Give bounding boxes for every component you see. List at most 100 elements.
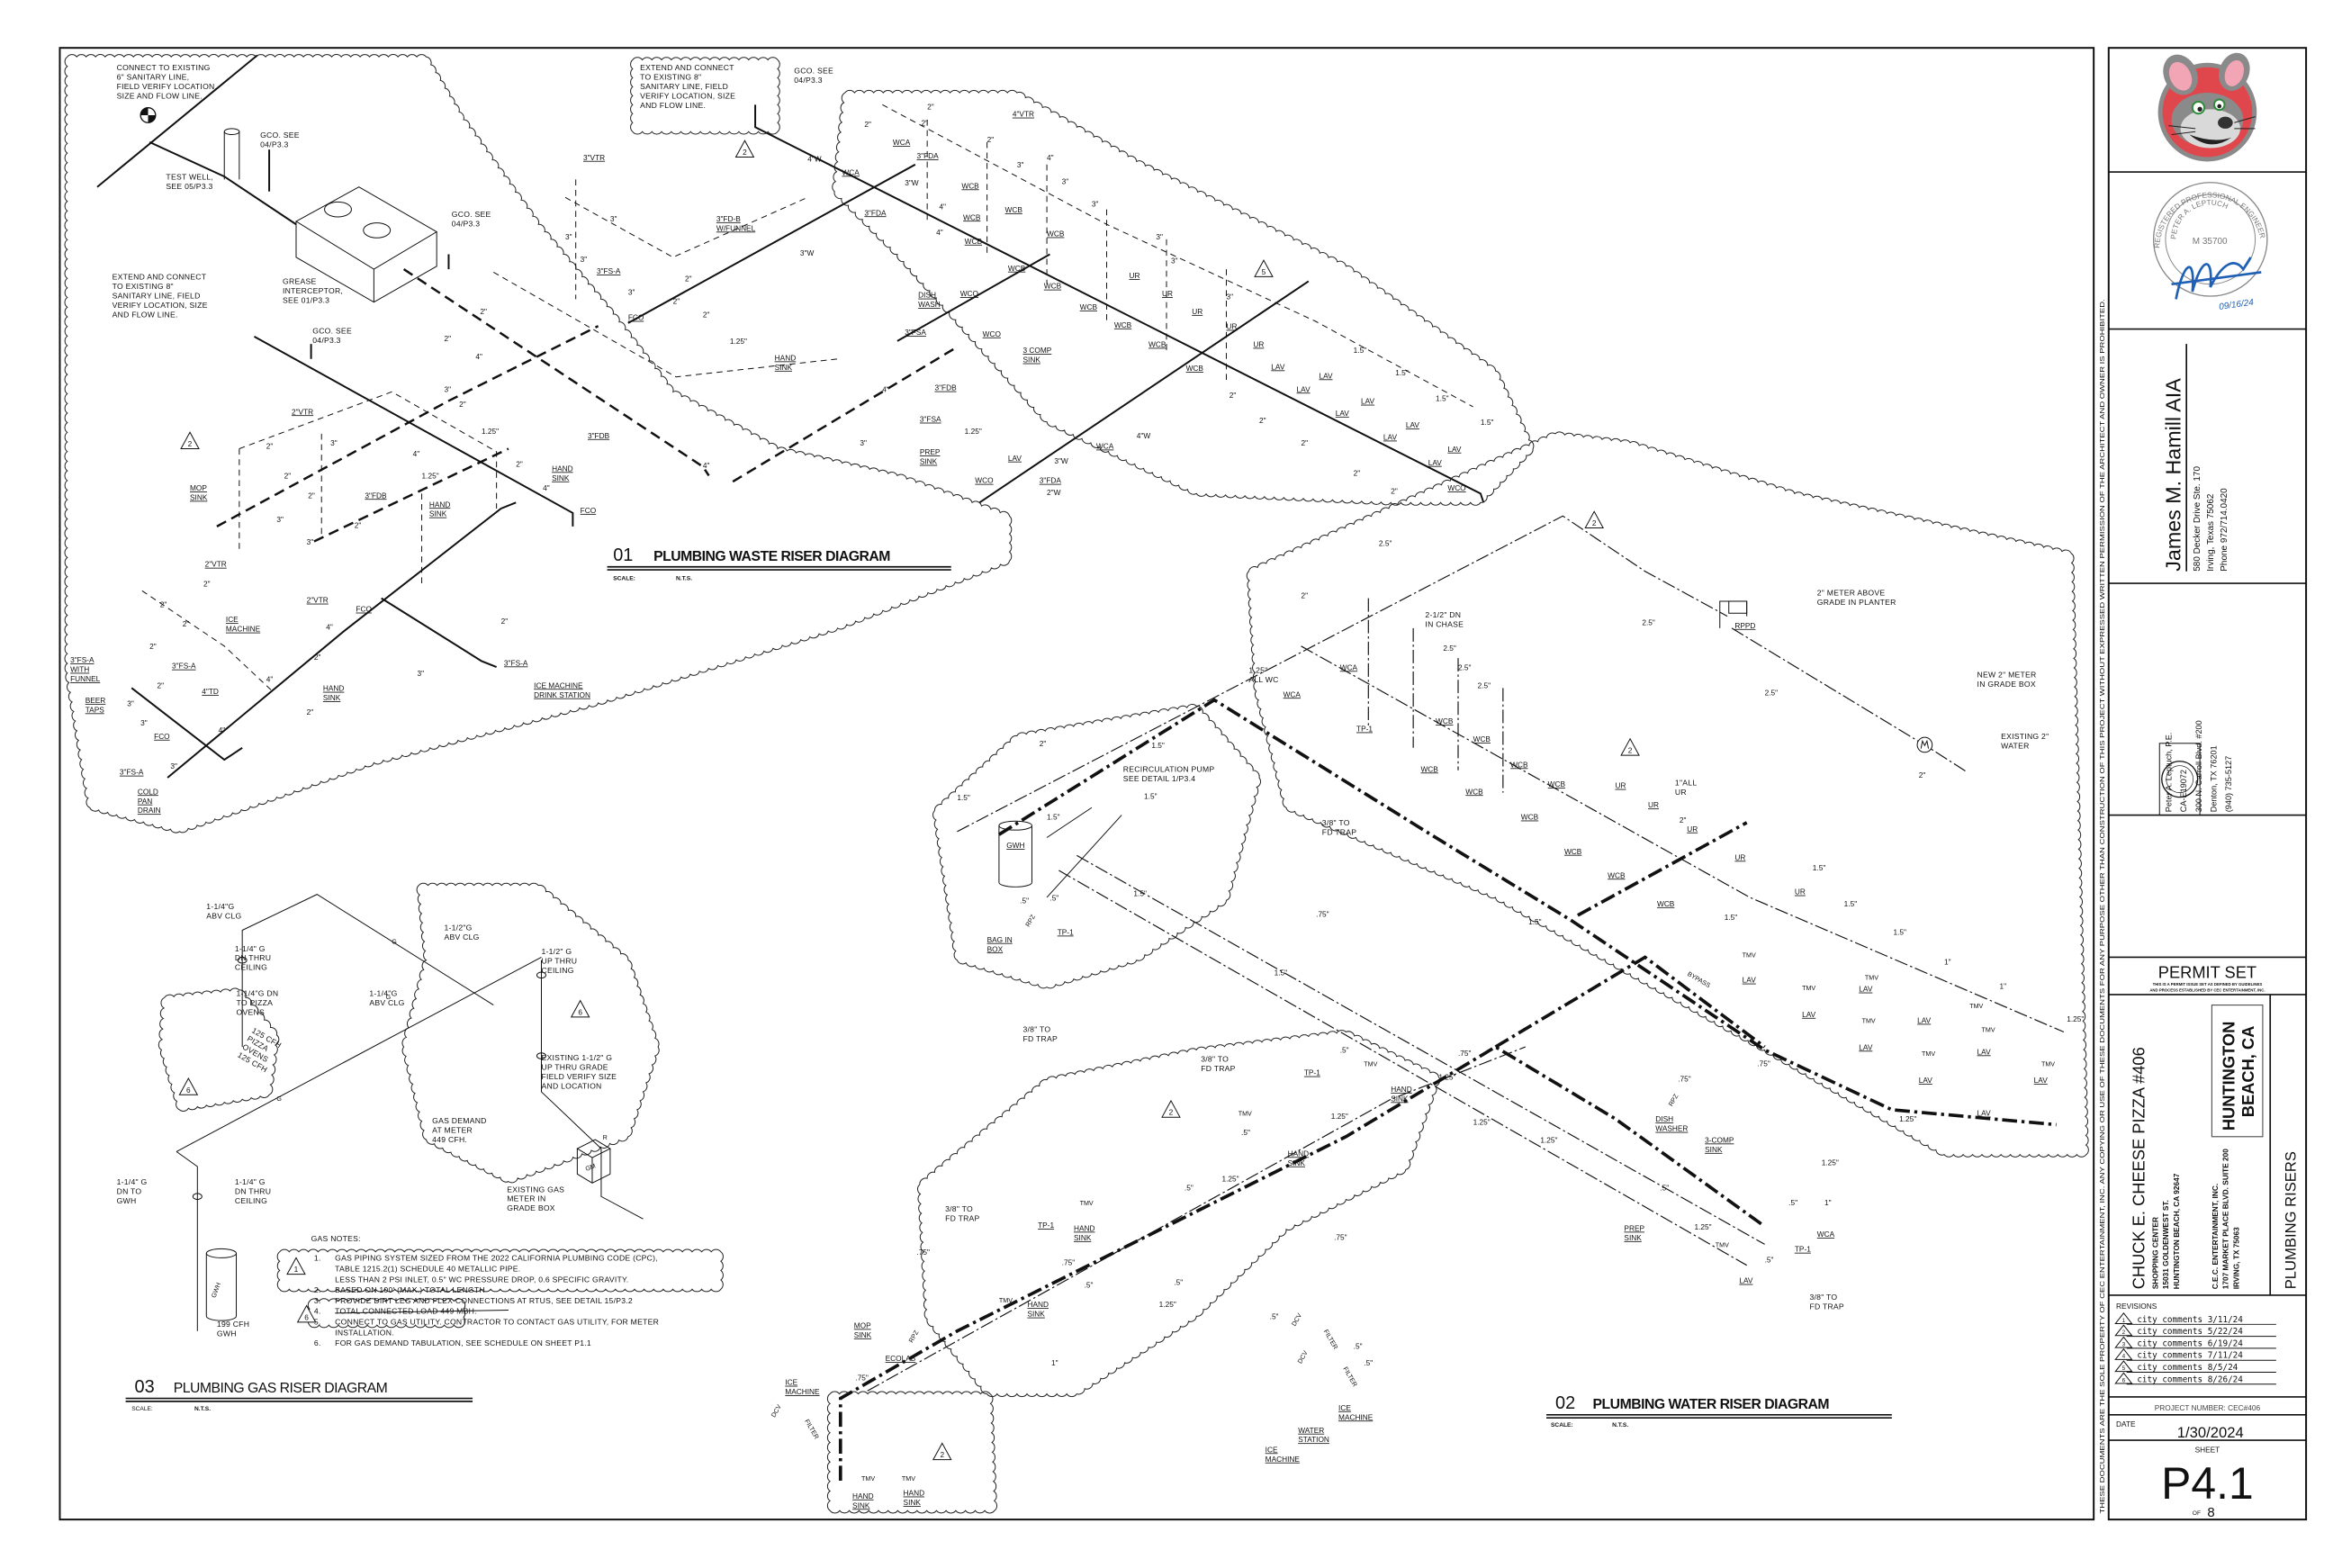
pipe-size-label: 2" xyxy=(1230,391,1237,400)
engineer-phone: (940) 735-5127 xyxy=(2224,756,2233,812)
revision-number: 2 xyxy=(940,1450,944,1459)
pipe-size-label: 1.25" xyxy=(2067,1014,2084,1023)
fixture-label: WCB xyxy=(1148,339,1166,348)
fixture-label: WCB xyxy=(1548,779,1566,789)
fixture-label: WCB xyxy=(1465,787,1483,796)
gas-notes: GAS NOTES: 1.GAS PIPING SYSTEM SIZED FRO… xyxy=(311,1234,659,1347)
gas-note-text: TOTAL CONNECTED LOAD 449 MBH. xyxy=(335,1307,477,1316)
callout-note-line: TO EXISTING 8" xyxy=(113,282,174,291)
pipe-size-label: 1.5" xyxy=(1528,917,1542,926)
gas-note-number: 3. xyxy=(314,1296,321,1305)
fixture-label: UR xyxy=(1226,322,1237,331)
pipe-size-label: 2.5" xyxy=(1765,689,1779,698)
diagram-number: 03 xyxy=(135,1377,155,1397)
fixture-label-line: SINK xyxy=(1288,1158,1306,1167)
revision-delta-icon: 2 xyxy=(180,431,200,449)
fixture-label-line: SINK xyxy=(852,1500,870,1509)
fixture-label-line: MACHINE xyxy=(1338,1412,1374,1421)
pipe-size-label: 2"W xyxy=(1047,488,1061,497)
fixture-label-line: SINK xyxy=(1022,356,1040,365)
fixture-label: WCA xyxy=(893,138,911,147)
pipe-size-label: 4"W xyxy=(1137,431,1151,440)
revision-delta-icon: 2 xyxy=(1584,510,1605,529)
gas-meter xyxy=(576,1139,611,1184)
callout-note-line: GCO. SEE xyxy=(794,66,833,75)
gas-note-text: BASED ON 100' (MAX.) TOTAL LENGTH xyxy=(335,1285,485,1294)
pipe-size-label: 2" xyxy=(501,617,509,626)
chuck-e-cheese-logo xyxy=(2157,52,2257,162)
architect-name: James M. Hamill AIA xyxy=(2162,378,2185,572)
callout-note-line: METER IN xyxy=(507,1194,545,1203)
pipe-size-label: 2" xyxy=(922,119,929,128)
pipe-size-label: 1.5" xyxy=(1436,393,1449,402)
callout-note-line: IN CHASE xyxy=(1425,620,1464,629)
fixture-label: WCB xyxy=(1510,760,1528,769)
fixture-label: 3"FDB xyxy=(588,431,610,440)
engineer-address: 300 N. Carroll Blvd. #200 xyxy=(2194,720,2203,812)
revision-text: city comments 8/5/24 xyxy=(2137,1363,2238,1373)
gas-note-text: FOR GAS DEMAND TABULATION, SEE SCHEDULE … xyxy=(335,1338,591,1347)
callout-note-line: CONNECT TO EXISTING xyxy=(117,63,211,72)
fixture-label: 3"FS-A xyxy=(120,768,144,777)
sheet-label: SHEET xyxy=(2195,1445,2220,1454)
callout-note-line: 1-1/4"G xyxy=(206,902,234,911)
callout-note-line: EXTEND AND CONNECT xyxy=(113,273,207,282)
gas-note-text: TABLE 1215.2(1) SCHEDULE 40 METALLIC PIP… xyxy=(335,1264,520,1273)
fixture-label: LAV xyxy=(1319,371,1333,380)
architect-city: Irving, Texas 75062 xyxy=(2206,493,2216,572)
pipe-size-label: .5" xyxy=(1340,1046,1349,1055)
pipe-size-label: .75" xyxy=(1458,1049,1472,1058)
pipe-size-label: 1" xyxy=(1051,1358,1058,1367)
fixture-label-line: SINK xyxy=(323,693,341,702)
revision-delta-icon: 1 xyxy=(286,1257,306,1275)
pipe-size-label: 4" xyxy=(1047,153,1054,162)
callout-note-line: OVENS xyxy=(237,1008,265,1017)
fixture-label: LAV xyxy=(1739,1276,1753,1285)
owner-line: IRVING, TX 75063 xyxy=(2231,1227,2240,1289)
pipe-size-label: .5" xyxy=(1085,1281,1094,1290)
pipe-size-label: 2" xyxy=(516,459,523,468)
revision-number: 6 xyxy=(578,1007,582,1016)
fixture-label-line: MACHINE xyxy=(1266,1455,1301,1464)
svg-text:09/16/24: 09/16/24 xyxy=(2219,298,2255,312)
device-tag: TMV xyxy=(902,1475,915,1482)
pipe-size-label: 4" xyxy=(266,675,274,684)
callout-note-line: 1-1/4" G xyxy=(117,1177,148,1186)
pipe-size-label: 2" xyxy=(1391,486,1398,495)
fixture-label: UR xyxy=(1162,289,1173,298)
fixture-label: UR xyxy=(1615,781,1626,790)
revision-delta-icon: 2 xyxy=(1620,737,1640,756)
callout-note-line: UP THRU xyxy=(541,957,577,966)
fixture-label-line: BOX xyxy=(987,944,1004,953)
revision-cloud xyxy=(307,1298,466,1329)
callout-note-line: DN THRU xyxy=(235,1186,271,1195)
callout-note-line: 3/8" TO xyxy=(1809,1293,1837,1302)
architect-phone: Phone 972/714.0420 xyxy=(2220,488,2229,572)
scale-value: N.T.S. xyxy=(1612,1422,1628,1428)
pipe-size-label: .75" xyxy=(1316,910,1329,919)
pipe-size-label: 2" xyxy=(266,441,274,450)
revision-cloud xyxy=(64,54,1013,834)
fixture-label: 3"FS-A xyxy=(172,662,196,671)
pipe-size-label: 1.5" xyxy=(1813,863,1826,872)
revision-cloud xyxy=(932,704,1262,989)
fixture-label: WCB xyxy=(1521,813,1539,822)
issue-date: 1/30/2024 xyxy=(2177,1424,2244,1441)
pipe-size-label: 3"W xyxy=(905,178,919,187)
pipe-size-label: 1.5" xyxy=(1844,899,1858,908)
fixture-label: GWH xyxy=(1006,841,1024,850)
gas-note-number: 2. xyxy=(314,1285,321,1294)
fixture-label-line: MACHINE xyxy=(226,625,261,634)
pipe-size-label: 4" xyxy=(326,623,333,632)
revision-number: 6 xyxy=(304,1312,309,1321)
drawing-border xyxy=(59,47,2095,1521)
